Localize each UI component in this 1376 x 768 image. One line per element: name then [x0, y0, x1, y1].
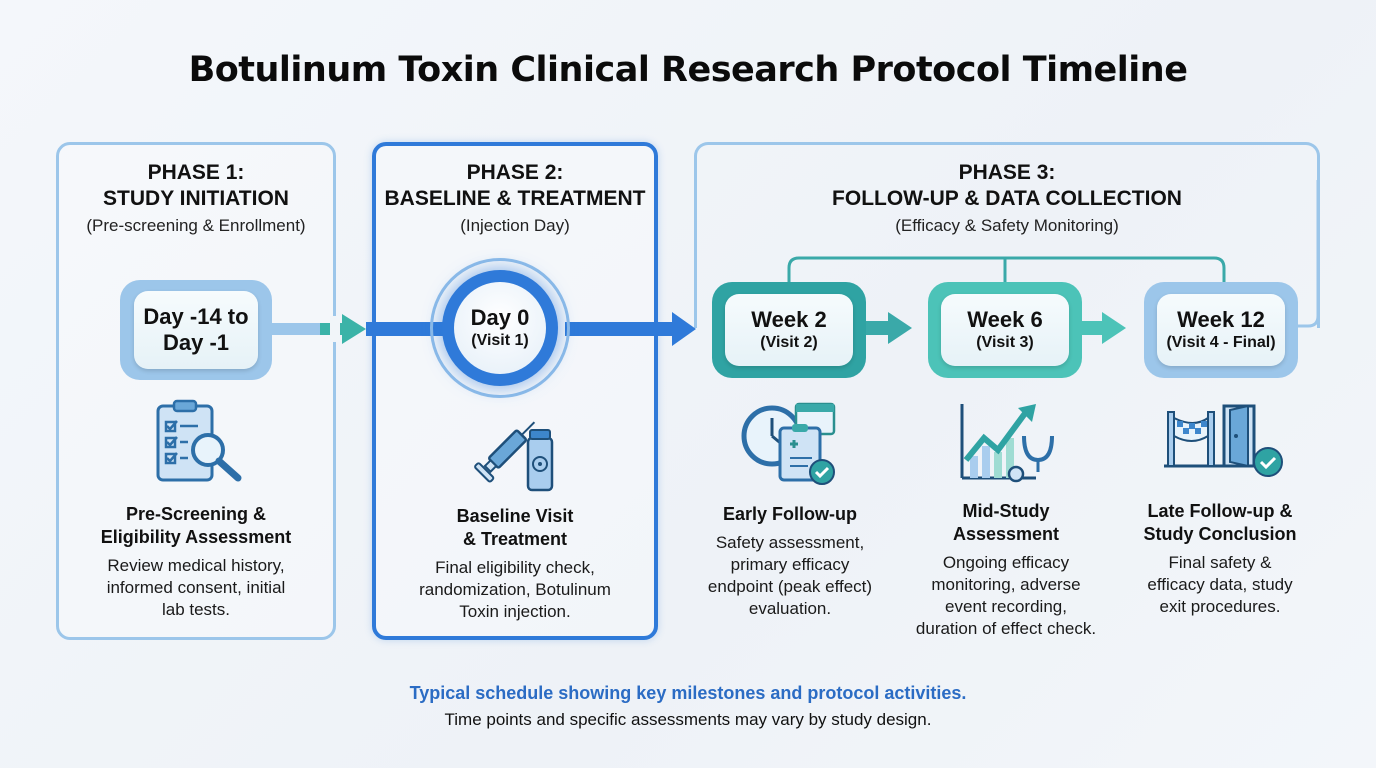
activity-phase2-desc-3: Toxin injection. [459, 602, 571, 621]
connector-phase2-out [565, 322, 675, 336]
phase3-right-edge [1294, 180, 1320, 328]
page-title: Botulinum Toxin Clinical Research Protoc… [188, 50, 1188, 90]
syringe-vial-icon [474, 421, 554, 492]
activity-week2-desc-3: endpoint (peak effect) [707, 577, 873, 596]
milestone-week12-line1: Week 12 [1177, 307, 1265, 332]
activity-week6-desc-3: event recording, [945, 597, 1067, 616]
phase-1-subtitle: (Pre-screening & Enrollment) [86, 216, 306, 235]
arrow-week2-to-week6 [888, 312, 912, 344]
milestone-week2[interactable]: Week 2 (Visit 2) [712, 282, 866, 378]
connector-week2-out [866, 321, 892, 335]
clipboard-magnifier-icon [156, 399, 242, 482]
activity-week12-desc-3: exit procedures. [1159, 597, 1281, 616]
activity-phase1: Pre-Screening & Eligibility Assessment R… [56, 503, 336, 621]
activity-phase2-title-1: Baseline Visit [456, 506, 574, 526]
activity-phase2-title-2: & Treatment [462, 529, 568, 549]
activity-week2-desc-4: evaluation. [748, 599, 832, 618]
activity-week12-title-1: Late Follow-up & [1147, 501, 1293, 521]
activity-week12: Late Follow-up & Study Conclusion Final … [1120, 500, 1320, 618]
milestone-phase1-line2: Day -1 [162, 330, 230, 355]
milestone-phase1[interactable]: Day -14 to Day -1 [120, 280, 272, 380]
phase-3-header: PHASE 3: FOLLOW-UP & DATA COLLECTION (Ef… [694, 160, 1320, 238]
activity-week12-title-2: Study Conclusion [1143, 524, 1297, 544]
activity-week6-desc-1: Ongoing efficacy [942, 553, 1070, 572]
arrow-week6-to-week12 [1102, 312, 1126, 344]
milestone-week6[interactable]: Week 6 (Visit 3) [928, 282, 1082, 378]
milestone-week2-line2: (Visit 2) [760, 334, 818, 351]
phase1-border-gap [330, 316, 340, 342]
phase-3-heading: PHASE 3: [958, 161, 1056, 184]
milestone-week12[interactable]: Week 12 (Visit 4 - Final) [1144, 282, 1298, 378]
chart-stethoscope-icon [960, 404, 1054, 483]
phase-2-subtitle: (Injection Day) [460, 216, 570, 235]
activity-phase2-desc-1: Final eligibility check, [435, 558, 595, 577]
arrow-to-phase3 [672, 312, 696, 346]
activity-week2-title-1: Early Follow-up [722, 504, 857, 524]
milestone-week12-line2: (Visit 4 - Final) [1166, 334, 1276, 351]
arrow-to-phase2 [342, 314, 366, 344]
milestone-phase1-line1: Day -14 to [143, 304, 249, 329]
clock-calendar-clipboard-icon [741, 402, 836, 485]
phase-1-name: STUDY INITIATION [103, 187, 289, 210]
phase-1-heading: PHASE 1: [147, 161, 245, 184]
phase-3-name: FOLLOW-UP & DATA COLLECTION [832, 187, 1182, 210]
activity-week6-desc-4: duration of effect check. [915, 619, 1097, 638]
connector-week6-out [1080, 321, 1106, 335]
phase-2-heading: PHASE 2: [466, 161, 564, 184]
activity-week6-title-1: Mid-Study [962, 501, 1050, 521]
activity-phase1-title-1: Pre-Screening & [125, 504, 267, 524]
activity-week6-desc-2: monitoring, adverse [931, 575, 1081, 594]
connector-phase1-out [268, 323, 328, 335]
activity-week6: Mid-Study Assessment Ongoing efficacy mo… [890, 500, 1122, 640]
activity-phase1-title-2: Eligibility Assessment [100, 527, 292, 547]
milestone-week6-line1: Week 6 [967, 307, 1043, 332]
milestone-phase2-halo [430, 258, 570, 398]
finish-banner-door-icon [1164, 404, 1283, 477]
phase-2-header: PHASE 2: BASELINE & TREATMENT (Injection… [372, 160, 658, 238]
phase-1-header: PHASE 1: STUDY INITIATION (Pre-screening… [56, 160, 336, 238]
phase-1-panel [56, 142, 336, 640]
activity-week2-desc-2: primary efficacy [730, 555, 850, 574]
activity-phase2: Baseline Visit & Treatment Final eligibi… [372, 505, 658, 623]
milestone-week6-line2: (Visit 3) [976, 334, 1034, 351]
milestone-phase2-line2: (Visit 1) [471, 332, 529, 349]
activity-week2: Early Follow-up Safety assessment, prima… [680, 503, 900, 620]
milestone-week2-line1: Week 2 [751, 307, 827, 332]
activity-week12-desc-2: efficacy data, study [1147, 575, 1293, 594]
phase-2-name: BASELINE & TREATMENT [384, 187, 646, 210]
milestone-phase2-line1: Day 0 [470, 305, 530, 330]
activity-phase1-desc-2: informed consent, initial [106, 578, 286, 597]
footer-highlight: Typical schedule showing key milestones … [409, 683, 967, 703]
activity-week12-desc-1: Final safety & [1168, 553, 1272, 572]
activity-phase1-desc-3: lab tests. [161, 600, 231, 619]
activity-week6-title-2: Assessment [952, 524, 1060, 544]
milestone-phase2[interactable]: Day 0 (Visit 1) [442, 270, 558, 386]
activity-week2-desc-1: Safety assessment, [715, 533, 865, 552]
footer-note: Time points and specific assessments may… [444, 710, 932, 729]
phase-3-subtitle: (Efficacy & Safety Monitoring) [895, 216, 1119, 235]
activity-phase2-desc-2: randomization, Botulinum [419, 580, 611, 599]
activity-phase1-desc-1: Review medical history, [107, 556, 285, 575]
